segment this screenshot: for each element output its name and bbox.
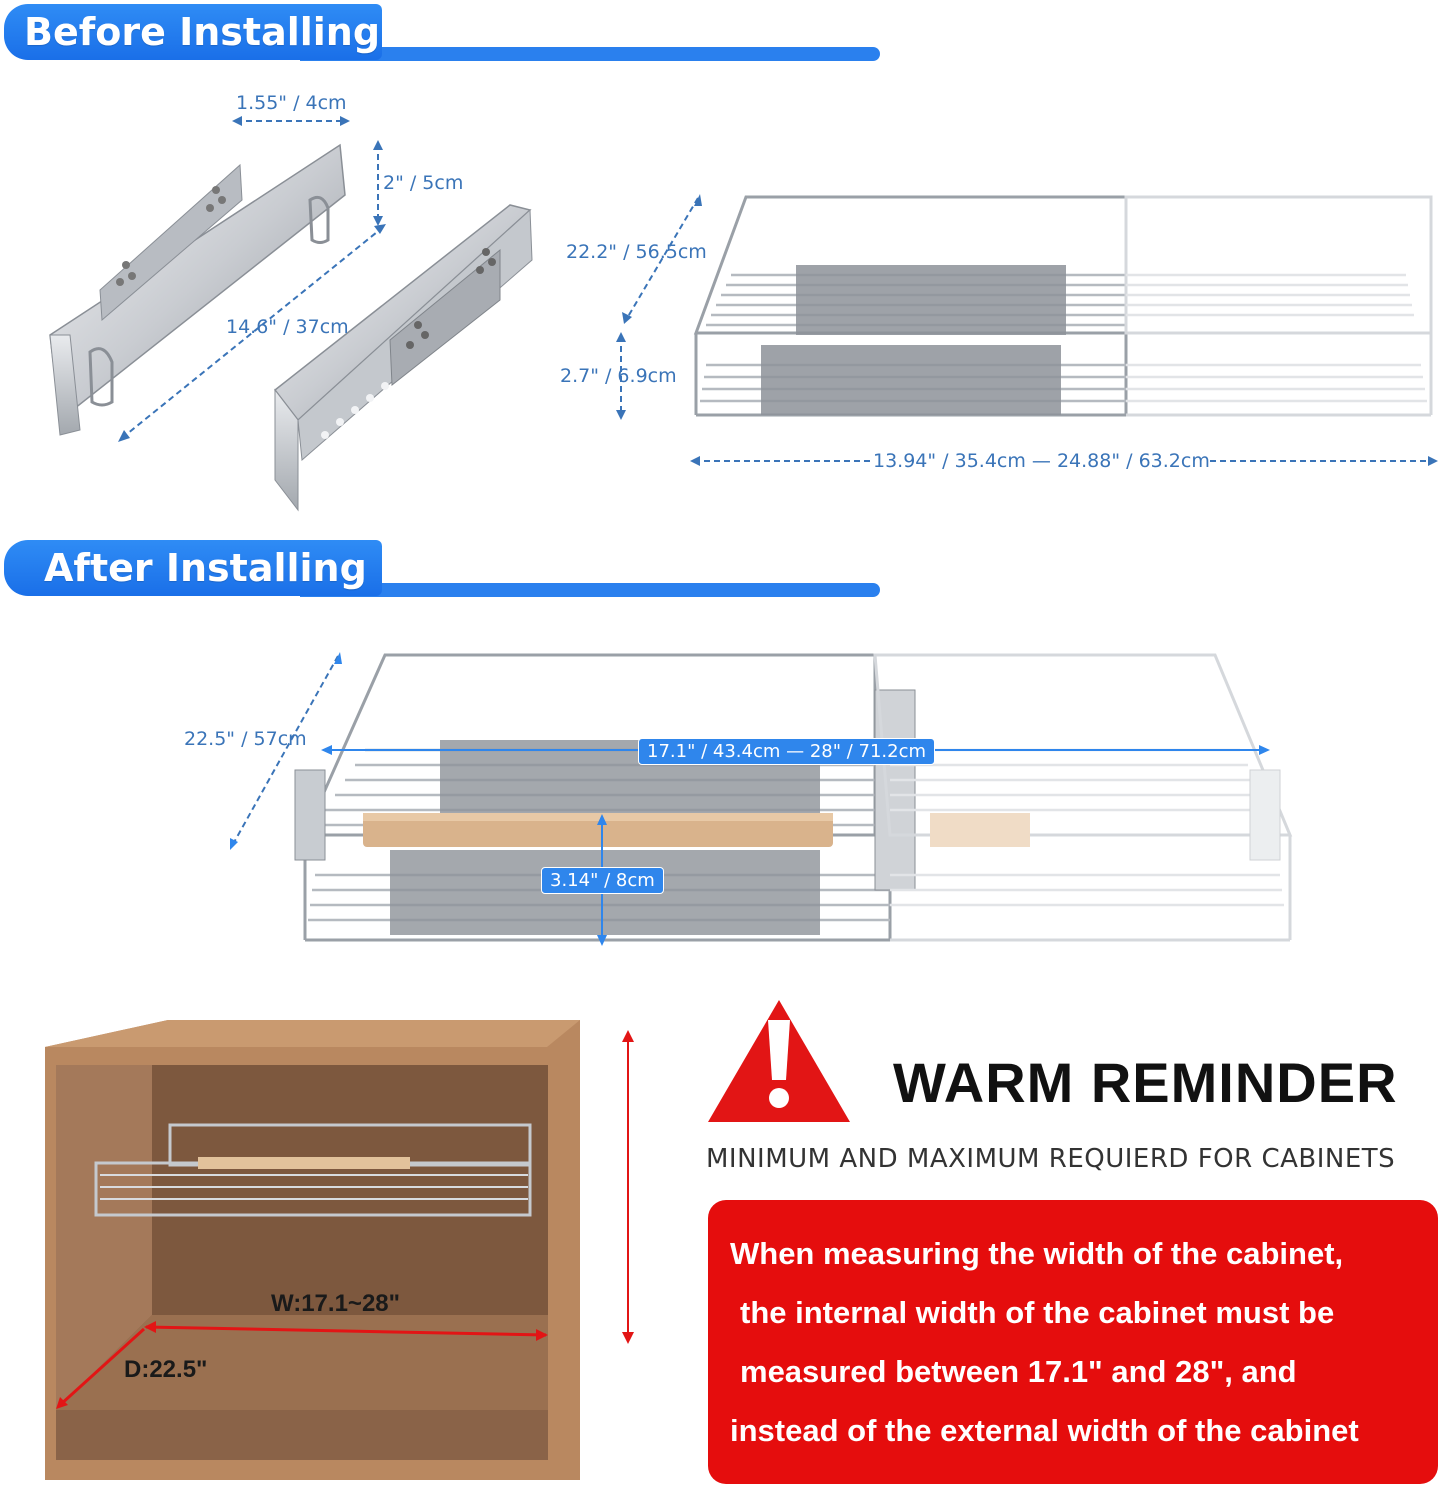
reminder-line-3: measured between 17.1" and 28", and	[740, 1354, 1297, 1389]
reminder-line-1: When measuring the width of the cabinet,	[730, 1236, 1344, 1271]
after-installing-header: After Installing	[4, 540, 382, 596]
basket-width-dimension: 13.94" / 35.4cm — 24.88" / 63.2cm	[873, 450, 1210, 472]
cabinet-width-label: W:17.1~28"	[271, 1290, 401, 1317]
cabinet-illustration	[45, 1020, 580, 1480]
basket-before-illustration	[693, 195, 1433, 417]
warm-reminder-title: WARM REMINDER	[893, 1051, 1398, 1114]
drawer-slides-illustration	[49, 143, 533, 512]
reminder-line-4: instead of the external width of the cab…	[730, 1413, 1359, 1448]
basket-dimension-arrows	[616, 194, 1438, 466]
after-depth-dimension: 22.5" / 57cm	[184, 728, 307, 750]
before-installing-header: Before Installing	[4, 4, 382, 60]
basket-depth-dimension: 22.2" / 56.5cm	[566, 241, 707, 263]
after-width-dimension: 17.1" / 43.4cm — 28" / 71.2cm	[638, 738, 936, 765]
warning-triangle-icon	[708, 1000, 850, 1122]
cabinet-depth-label: D:22.5"	[124, 1356, 208, 1383]
after-height-dimension: 3.14" / 8cm	[541, 867, 664, 894]
after-header-underline	[300, 583, 880, 597]
cabinet-height-arrow	[622, 1030, 634, 1344]
reminder-line-2: the internal width of the cabinet must b…	[740, 1295, 1335, 1330]
warm-reminder-subtitle: MINIMUM AND MAXIMUM REQUIERD FOR CABINET…	[706, 1144, 1396, 1174]
slide-dimension-arrows	[118, 116, 386, 442]
before-header-underline	[300, 47, 880, 61]
slide-width-dimension: 1.55" / 4cm	[236, 92, 347, 114]
after-dimension-arrows	[230, 652, 1270, 946]
basket-height-dimension: 2.7" / 6.9cm	[560, 365, 677, 387]
slide-length-dimension: 14.6" / 37cm	[226, 316, 349, 338]
reminder-message-box: When measuring the width of the cabinet,…	[708, 1200, 1438, 1484]
slide-height-dimension: 2" / 5cm	[383, 172, 464, 194]
